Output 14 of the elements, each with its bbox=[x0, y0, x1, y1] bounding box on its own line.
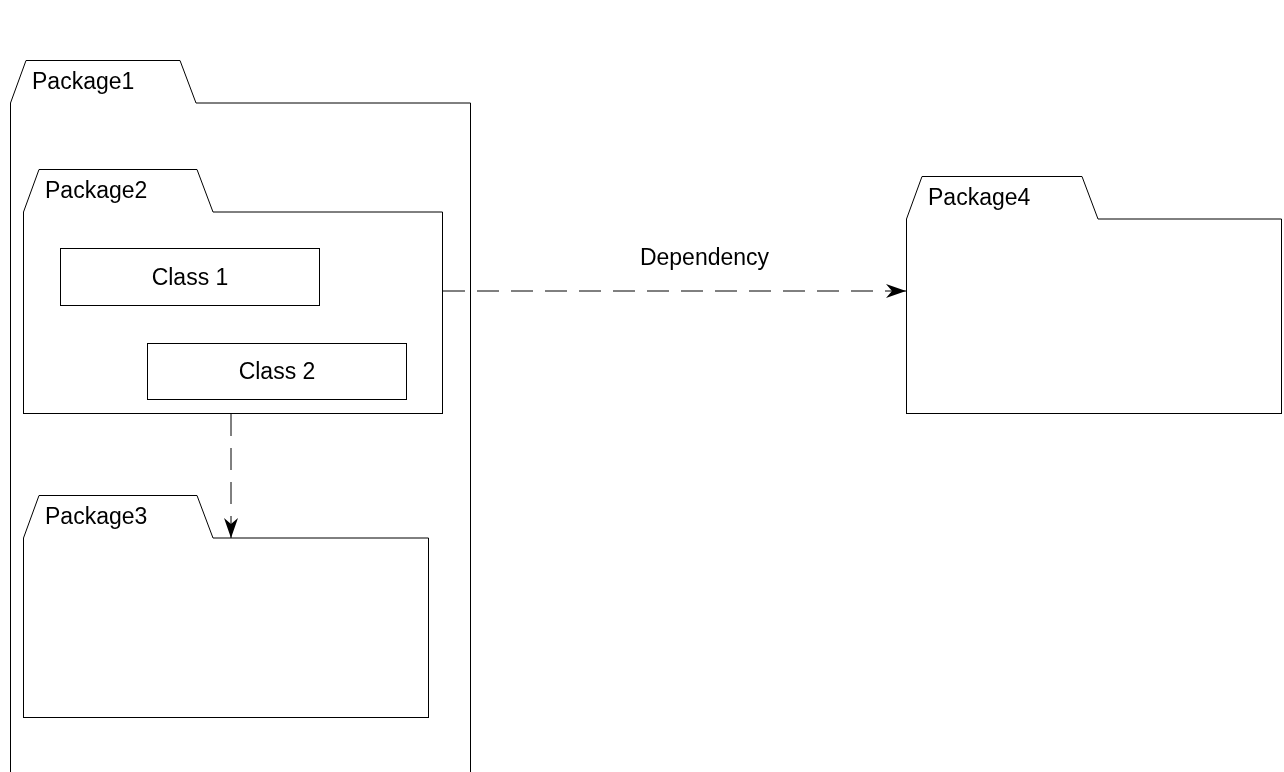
class-name: Class 1 bbox=[151, 263, 229, 291]
package-name: Package3 bbox=[45, 503, 148, 530]
package-name: Package4 bbox=[928, 184, 1031, 211]
package-name: Package2 bbox=[45, 177, 148, 204]
class-box bbox=[60, 248, 320, 306]
dependency-arrow bbox=[442, 284, 907, 298]
package-folder bbox=[23, 169, 443, 414]
package-folder bbox=[10, 60, 471, 772]
package-folder bbox=[906, 176, 1282, 414]
package-name: Package1 bbox=[32, 68, 135, 95]
class-box bbox=[147, 343, 407, 400]
package-folder bbox=[23, 495, 429, 718]
dependency-arrow bbox=[224, 413, 238, 539]
class-name: Class 2 bbox=[238, 358, 316, 385]
